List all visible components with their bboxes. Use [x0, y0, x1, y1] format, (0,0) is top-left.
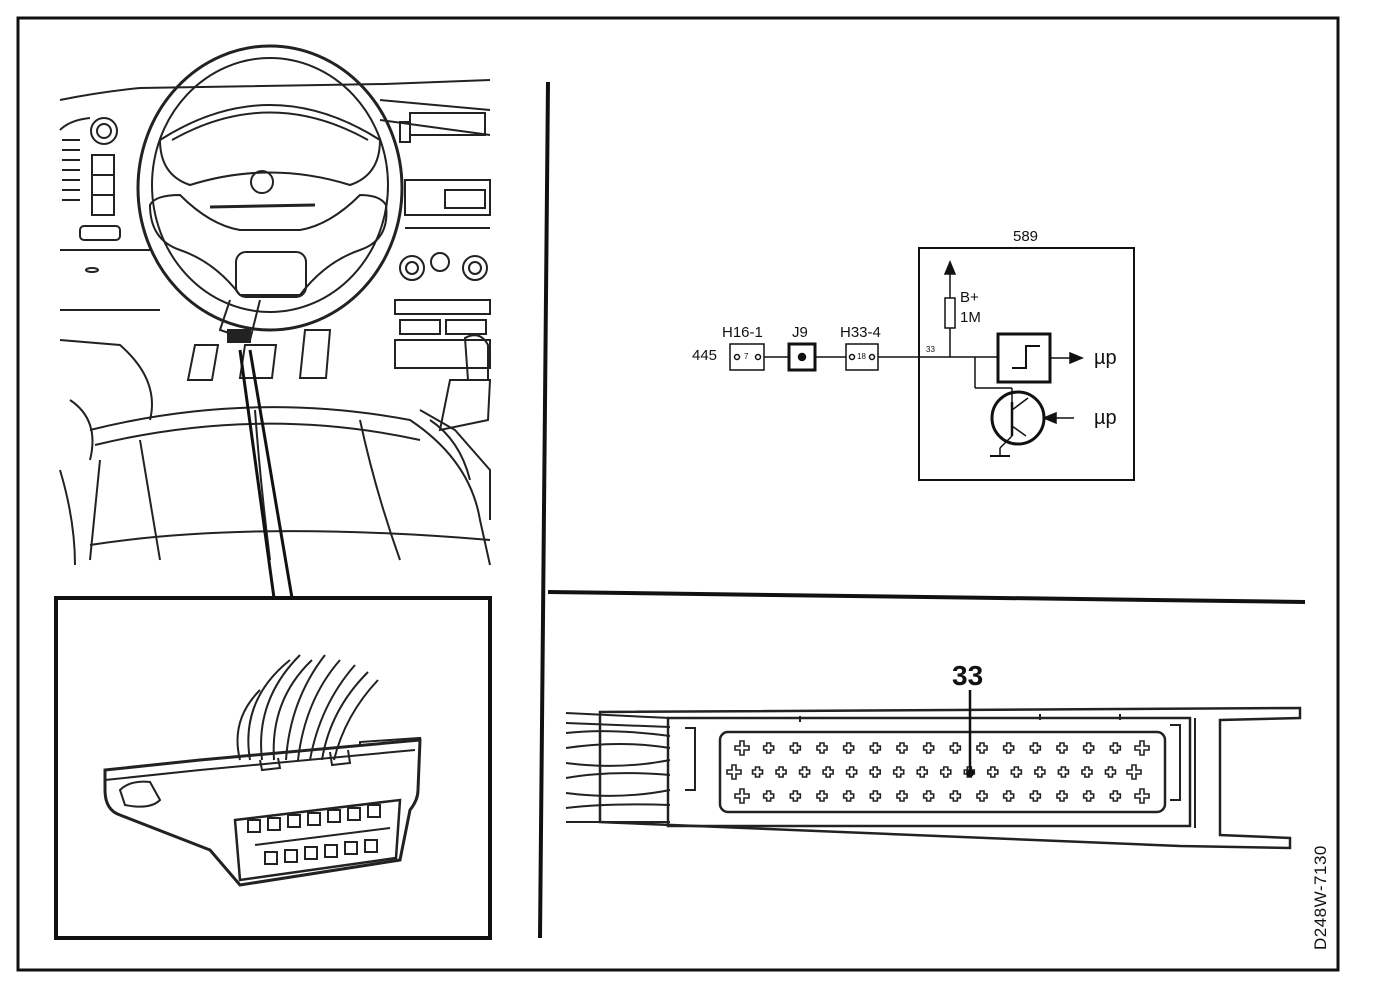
ecu-pin-cavity [822, 766, 834, 778]
ecu-pin-cavity [775, 766, 787, 778]
ecu-pin-cavity [916, 766, 929, 778]
schmitt-trigger-symbol [996, 332, 1052, 384]
ecu-pin-cavity [798, 766, 811, 778]
wiring-schematic [729, 247, 1135, 481]
ecu-pin-cavity [1082, 790, 1095, 802]
junction-j9-label: J9 [792, 324, 808, 341]
ecu-pin-cavity [1056, 742, 1068, 754]
ecu-pin-cavity [896, 790, 908, 802]
ecu-pin-cavity [949, 790, 962, 802]
ecu-pin-cavity [1057, 766, 1070, 778]
ecu-pin-cavity [842, 742, 855, 754]
connector-h33-4-label: H33-4 [840, 324, 881, 341]
ecu-connector-drawing [565, 706, 1302, 850]
ecu-pin-label: 33 [926, 345, 935, 354]
pin-33-callout-label: 33 [952, 660, 984, 691]
ecu-pin-cavity [922, 742, 935, 754]
ecu-pin-cavity [842, 790, 855, 802]
diagnostic-connector-drawing [103, 654, 422, 887]
callout-line-right [248, 349, 294, 599]
ecu-pin-cavity [939, 766, 952, 778]
ecu-pin-cavity [869, 766, 881, 778]
ecu-pin-cavity [987, 766, 999, 778]
input-signal-label: µp [1094, 407, 1117, 429]
output-signal-label: µp [1094, 347, 1117, 369]
wire-number-label: 445 [692, 347, 718, 364]
ecu-pin-cavity [1056, 790, 1068, 802]
ecu-pin-cavity [896, 742, 908, 754]
ecu-pin-cavity [892, 766, 905, 778]
ecu-pin-cavity [1029, 742, 1042, 754]
ecu-pin-cavity [869, 742, 882, 754]
ecu-number-label: 589 [1013, 228, 1039, 245]
vehicle-interior-illustration [59, 44, 492, 566]
connector-h16-1-label: H16-1 [722, 324, 763, 341]
ecu-pin-cavity [762, 790, 775, 802]
output-arrow-icon [1069, 351, 1084, 365]
ecu-pin-cavity [1109, 742, 1122, 754]
ecu-pin-cavity [1109, 790, 1122, 802]
ecu-pin-cavity [1134, 788, 1150, 804]
drawing-code: D248W-7130 [1311, 845, 1330, 950]
ecu-589-box [918, 247, 1135, 481]
callout-line-left [238, 349, 276, 599]
input-arrow-icon [1042, 411, 1057, 425]
outer-frame [16, 16, 1340, 972]
vertical-divider [538, 81, 550, 939]
ecu-pin-cavity [762, 742, 775, 754]
ecu-pin-cavity [976, 790, 988, 802]
ecu-pin-cavity [789, 742, 802, 754]
ecu-pin-grid [726, 740, 1150, 804]
ecu-pin-cavity [845, 766, 858, 778]
pin-33-marker [966, 769, 974, 777]
ecu-pin-cavity [976, 742, 988, 754]
connector-h33-4-pin: 18 [857, 352, 866, 361]
transistor-symbol [990, 390, 1046, 446]
ecu-pin-cavity [751, 766, 764, 778]
supply-label: B+ [960, 289, 979, 306]
ecu-pin-cavity [726, 764, 742, 780]
ecu-pin-cavity [1104, 766, 1117, 778]
supply-arrow-icon [943, 260, 957, 275]
ecu-pin-cavity [1002, 742, 1015, 754]
ecu-pin-cavity [816, 790, 828, 802]
ecu-pin-cavity [1134, 740, 1150, 756]
ecu-pin-cavity [1002, 790, 1015, 802]
ecu-pin-cavity [734, 740, 750, 756]
connector-h16-1-pin: 7 [744, 352, 749, 361]
ecu-pin-cavity [816, 742, 828, 754]
ecu-pin-cavity [922, 790, 935, 802]
horizontal-divider [547, 590, 1306, 604]
ecu-pin-cavity [1126, 764, 1142, 780]
ecu-pin-cavity [1029, 790, 1042, 802]
ecu-pin-cavity [734, 788, 750, 804]
ecu-pin-cavity [1010, 766, 1023, 778]
ecu-pin-cavity [869, 790, 882, 802]
ecu-pin-cavity [789, 790, 802, 802]
ecu-pin-cavity [1081, 766, 1093, 778]
resistor-label: 1M [960, 309, 981, 326]
ecu-pin-cavity [1082, 742, 1095, 754]
ecu-pin-cavity [949, 742, 962, 754]
pullup-resistor [944, 297, 956, 329]
ecu-pin-cavity [1034, 766, 1046, 778]
